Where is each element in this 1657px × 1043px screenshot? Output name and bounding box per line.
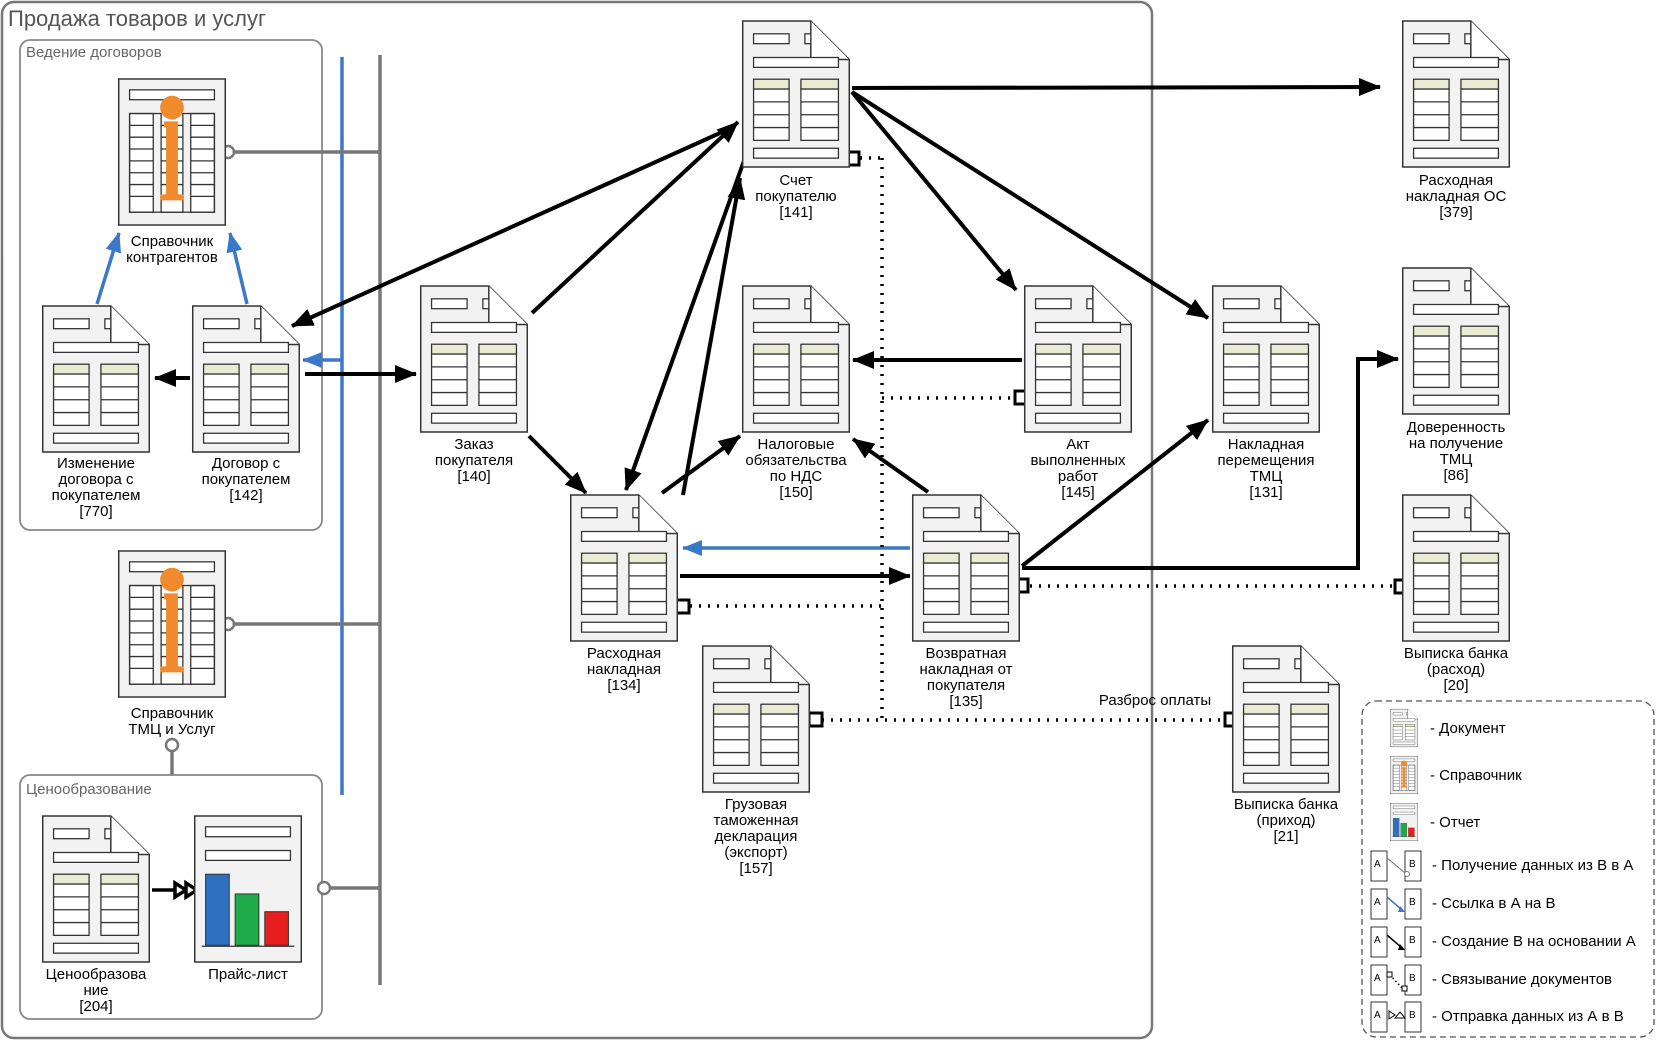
ref-contractors-icon[interactable]	[117, 78, 227, 226]
legend-b-4: B	[1409, 973, 1416, 984]
legend-a-5: A	[1374, 1010, 1381, 1021]
os-out-icon[interactable]	[1401, 20, 1511, 168]
receive-connectors	[170, 150, 380, 890]
ref-goods-label: Справочник ТМЦ и Услуг	[128, 705, 216, 738]
tax-icon[interactable]	[741, 285, 851, 433]
legend-send-text: - Отправка данных из А в В	[1432, 1008, 1624, 1025]
legend-b-3: B	[1409, 935, 1416, 946]
legend-a-1: A	[1374, 859, 1381, 870]
os-out-label: Расходная накладная ОС [379]	[1405, 172, 1507, 221]
legend-a-2: A	[1374, 897, 1381, 908]
legend-b-5: B	[1409, 1010, 1416, 1021]
order-label: Заказ покупателя [140]	[434, 436, 514, 485]
legend-reference-icon	[1390, 755, 1418, 795]
tax-label: Налоговые обязательства по НДС [150]	[745, 436, 847, 501]
legend-document-icon	[1390, 708, 1418, 748]
transfer-label: Накладная перемещения ТМЦ [131]	[1217, 436, 1315, 501]
legend-document-text: - Документ	[1430, 720, 1506, 737]
transfer-icon[interactable]	[1211, 285, 1321, 433]
legend-link-text: - Ссылка в А на В	[1432, 895, 1556, 912]
act-icon[interactable]	[1023, 285, 1133, 433]
pricing-doc-label: Ценообразова ние [204]	[45, 966, 147, 1015]
contract-change-icon[interactable]	[41, 305, 151, 453]
bank-in-label: Выписка банка (приход) [21]	[1233, 796, 1339, 845]
legend-a-3: A	[1374, 935, 1381, 946]
customs-icon[interactable]	[701, 645, 811, 793]
legend-report-text: - Отчет	[1430, 814, 1481, 831]
group-contracts	[19, 39, 323, 531]
customs-label: Грузовая таможенная декларация (экспорт)…	[713, 796, 799, 877]
legend-a-4: A	[1374, 973, 1381, 984]
group-pricing-label: Ценообразование	[26, 781, 152, 798]
act-label: Акт выполненных работ [145]	[1030, 436, 1126, 501]
return-label: Возвратная накладная от покупателя [135]	[919, 645, 1013, 710]
proxy-label: Доверенность на получение ТМЦ [86]	[1406, 419, 1506, 484]
price-list-label: Прайс-лист	[208, 966, 288, 983]
legend-receive-text: - Получение данных из В в А	[1432, 857, 1634, 874]
invoice-icon[interactable]	[741, 20, 851, 168]
create-arrows	[154, 78, 1399, 585]
legend-b-2: B	[1409, 897, 1416, 908]
legend-report-icon	[1390, 802, 1418, 842]
order-icon[interactable]	[419, 285, 529, 433]
ref-contractors-label: Справочник контрагентов	[126, 233, 218, 266]
outgoing-label: Расходная накладная [134]	[586, 645, 662, 694]
bank-out-label: Выписка банка (расход) [20]	[1403, 645, 1509, 694]
bind-lines	[690, 156, 1395, 722]
pricing-doc-icon[interactable]	[41, 815, 151, 963]
ref-goods-icon[interactable]	[117, 550, 227, 698]
group-contracts-label: Ведение договоров	[26, 44, 162, 61]
proxy-icon[interactable]	[1401, 267, 1511, 415]
legend-box	[1361, 700, 1655, 1038]
send-arrow	[152, 879, 201, 901]
diagram-title: Продажа товаров и услуг	[8, 6, 266, 31]
blue-links	[95, 232, 910, 556]
bank-in-icon[interactable]	[1231, 645, 1341, 793]
return-icon[interactable]	[911, 494, 1021, 642]
payment-spread-label: Разброс оплаты	[1098, 692, 1212, 709]
main-frame	[0, 0, 1154, 1040]
legend-b-1: B	[1409, 859, 1416, 870]
legend-create-text: - Создание В на основании А	[1432, 933, 1636, 950]
contract-change-label: Изменение договора с покупателем [770]	[51, 455, 141, 520]
legend-samples	[1386, 857, 1410, 1020]
price-list-icon[interactable]	[193, 815, 303, 963]
contract-label: Договор с покупателем [142]	[201, 455, 291, 504]
bank-out-icon[interactable]	[1401, 494, 1511, 642]
outgoing-icon[interactable]	[569, 494, 679, 642]
legend-bind-text: - Связывание документов	[1432, 971, 1612, 988]
invoice-label: Счет покупателю [141]	[755, 172, 837, 221]
legend-reference-text: - Справочник	[1430, 767, 1522, 784]
contract-icon[interactable]	[191, 305, 301, 453]
